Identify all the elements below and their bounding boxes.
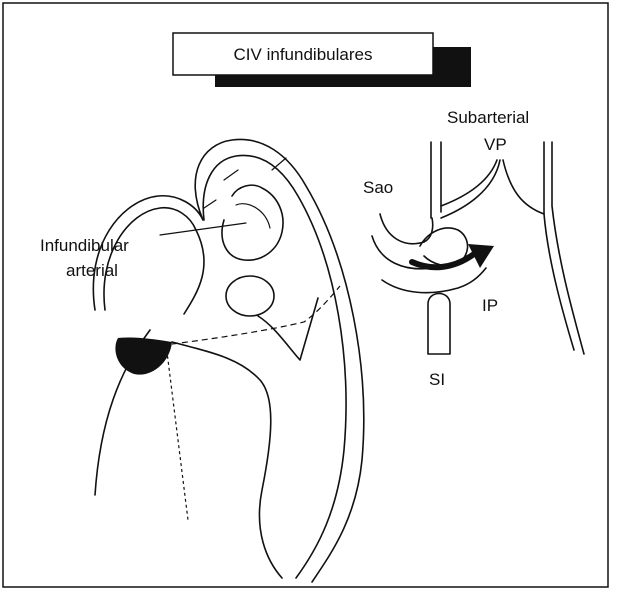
- label-infundibular-line2: arterial: [66, 261, 118, 280]
- label-si: SI: [429, 370, 445, 389]
- title-text: CIV infundibulares: [234, 45, 373, 64]
- label-ip: IP: [482, 296, 498, 315]
- label-sao: Sao: [363, 178, 393, 197]
- label-vp: VP: [484, 135, 507, 154]
- label-subarterial: Subarterial: [447, 108, 529, 127]
- label-infundibular-line1: Infundibular: [40, 236, 129, 255]
